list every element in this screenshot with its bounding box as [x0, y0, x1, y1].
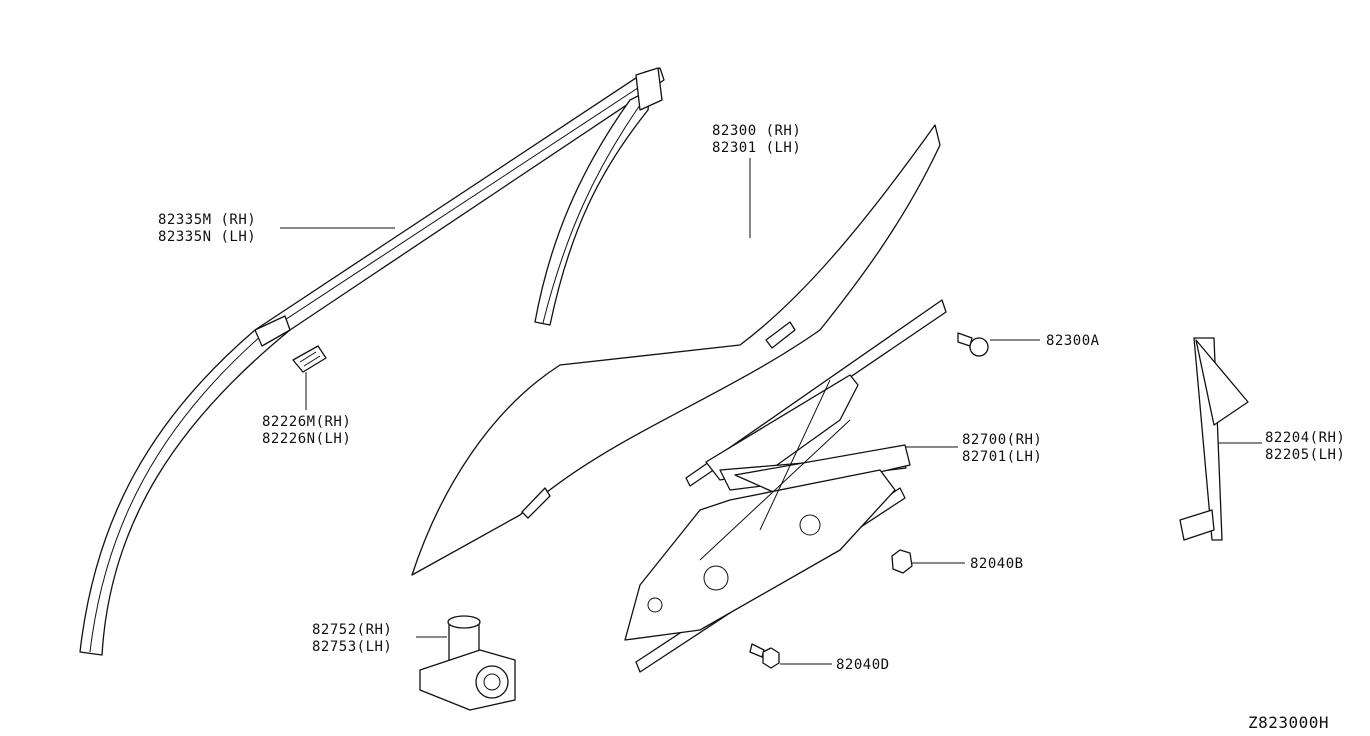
door-glass-part: [411, 124, 941, 576]
callout-82226n-label: 82226N(LH): [262, 431, 351, 447]
callout-82335n-label: 82335N (LH): [158, 229, 256, 245]
regulator-motor-part: [419, 615, 516, 711]
callout-82226m-label: 82226M(RH): [262, 414, 351, 430]
nut-82040b-part: [891, 549, 913, 574]
callout-82204-label: 82204(RH): [1265, 430, 1345, 446]
callout-82752-label: 82752(RH): [312, 622, 392, 638]
callout-82300-label: 82300 (RH): [712, 123, 801, 139]
callout-82701-label: 82701(LH): [962, 449, 1042, 465]
sash-channel-part: [79, 67, 665, 656]
callout-82040b-label: 82040B: [970, 556, 1024, 572]
callout-82300a-label: 82300A: [1046, 333, 1100, 349]
callout-82205-label: 82205(LH): [1265, 447, 1345, 463]
callout-82301-label: 82301 (LH): [712, 140, 801, 156]
callout-82335m-label: 82335M (RH): [158, 212, 256, 228]
bolt-82300a-part: [957, 332, 989, 357]
callout-82700-label: 82700(RH): [962, 432, 1042, 448]
leader-lines: [280, 158, 1262, 665]
drawing-code: Z823000H: [1248, 713, 1329, 732]
rear-channel-part: [1179, 337, 1249, 541]
callout-82753-label: 82753(LH): [312, 639, 392, 655]
bolt-82040d-part: [749, 643, 780, 669]
window-regulator-part: [624, 299, 947, 673]
clip-part: [292, 345, 327, 373]
callout-82040d-label: 82040D: [836, 657, 890, 673]
